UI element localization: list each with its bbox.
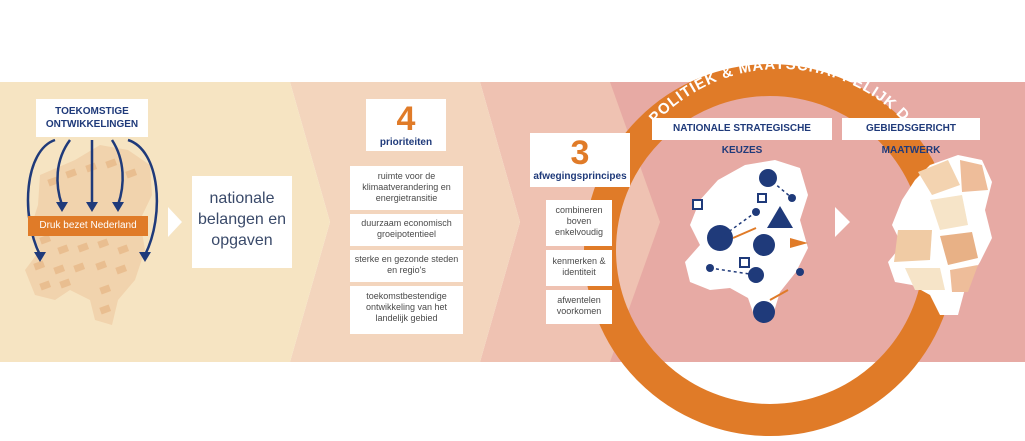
priority-item-3-text: sterke en gezonde steden en regio's (354, 254, 459, 275)
principle-item-2: kenmerken & identiteit (546, 250, 612, 286)
pressure-label: Druk bezet Nederland (28, 216, 148, 236)
priority-item-4-text: toekomstbestendige ontwikkeling van het … (365, 291, 448, 323)
national-interests-text: nationale belangen en opgaven (197, 190, 287, 249)
principles-header: 3 afwegingsprincipes (530, 133, 630, 187)
priority-item-2-text: duurzaam economisch groeipotentieel (361, 218, 452, 239)
priorities-heading: prioriteiten (379, 137, 433, 148)
strategic-choices-label: NATIONALE STRATEGISCHE KEUZES (652, 118, 832, 156)
area-specific-text: GEBIEDSGERICHT MAATWERK (865, 123, 956, 156)
chevron-arrow-1 (168, 207, 182, 237)
strategic-choices-text: NATIONALE STRATEGISCHE KEUZES (673, 123, 811, 156)
priority-item-1: ruimte voor de klimaatverandering en ene… (350, 166, 463, 210)
pressure-arrows (26, 138, 159, 256)
principle-item-2-text: kenmerken & identiteit (552, 256, 606, 277)
priority-item-3: sterke en gezonde steden en regio's (350, 250, 463, 282)
national-interests-box: nationale belangen en opgaven (192, 176, 292, 268)
principle-item-1-text: combineren boven enkelvoudig (554, 205, 604, 237)
priority-item-2: duurzaam economisch groeipotentieel (350, 214, 463, 246)
principles-heading: afwegingsprincipes (533, 171, 627, 182)
principle-item-3: afwentelen voorkomen (546, 290, 612, 324)
priorities-header: 4 prioriteiten (366, 99, 446, 151)
area-specific-label: GEBIEDSGERICHT MAATWERK (842, 118, 980, 156)
strategic-map (685, 160, 808, 323)
priority-item-4: toekomstbestendige ontwikkeling van het … (350, 286, 463, 334)
chevron-arrow-2 (835, 207, 850, 237)
priorities-number: 4 (396, 100, 416, 138)
future-developments-title: TOEKOMSTIGE ONTWIKKELINGEN (36, 99, 148, 137)
regional-map (888, 155, 992, 315)
principle-item-3-text: afwentelen voorkomen (556, 295, 602, 316)
priority-item-1-text: ruimte voor de klimaatverandering en ene… (362, 171, 451, 203)
future-developments-title-text: TOEKOMSTIGE ONTWIKKELINGEN (45, 106, 139, 130)
principles-number: 3 (570, 134, 590, 172)
pressure-label-text: Druk bezet Nederland (39, 220, 137, 231)
arrowheads (34, 202, 151, 262)
principle-item-1: combineren boven enkelvoudig (546, 200, 612, 246)
